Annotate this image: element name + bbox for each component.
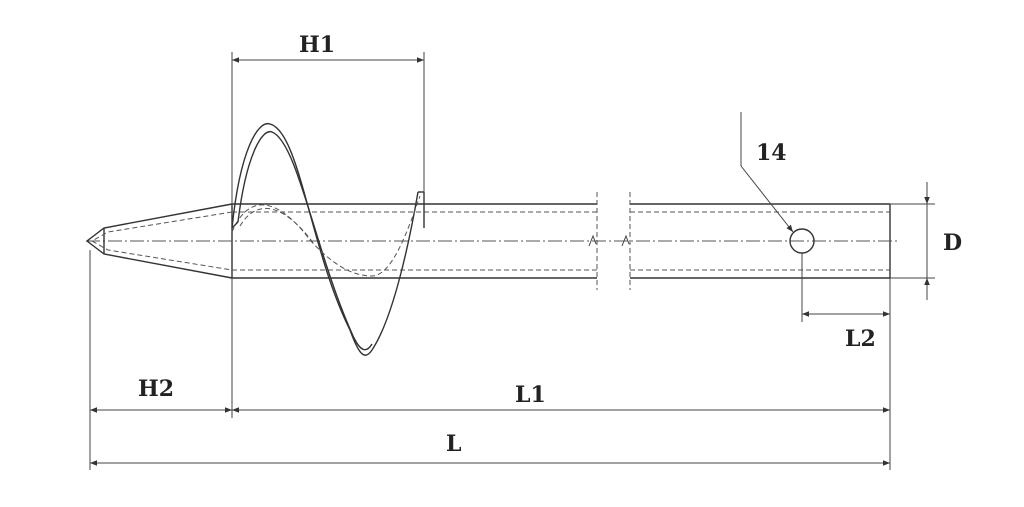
dimension-l2-label: L2 [845,326,876,352]
dimension-h2-label: H2 [138,376,174,402]
dimension-h1 [231,52,425,204]
dimension-l2 [801,253,891,322]
hole-leader [740,112,794,233]
hole-diameter-label: 14 [756,140,787,166]
dimension-h1-label: H1 [299,32,335,58]
cone-tip [85,203,233,279]
dimension-d [890,182,935,300]
dimension-l-label: L [446,431,461,457]
helix-blade [231,123,425,356]
dimension-d-label: D [943,230,962,256]
dimension-l1-label: L1 [515,382,546,408]
dimension-h2-l1 [89,250,891,470]
